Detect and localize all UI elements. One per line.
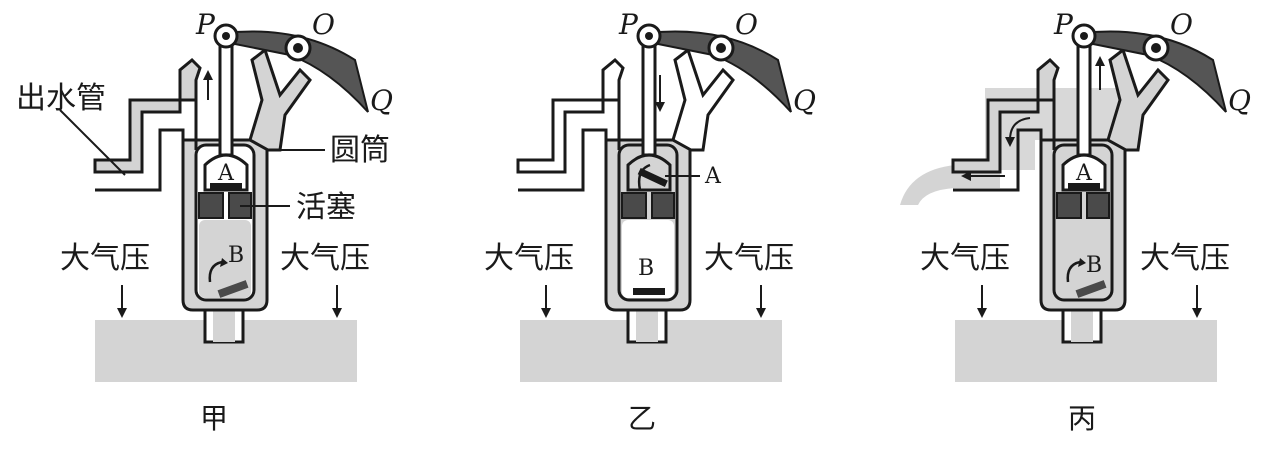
label-o: O [312, 8, 335, 41]
label-atm-right: 大气压 [280, 241, 370, 276]
label-b: B [1086, 253, 1102, 278]
piston-rod [1076, 33, 1092, 157]
handle-lever [223, 30, 369, 113]
label-o: O [735, 8, 758, 41]
label-q: Q [370, 84, 393, 117]
caption-jia: 甲 [200, 402, 228, 435]
label-cylinder: 圆筒 [330, 133, 390, 168]
piston [198, 192, 224, 219]
valve-a [203, 153, 249, 192]
caption-yi: 乙 [628, 402, 656, 435]
piston-rod [641, 33, 657, 157]
label-b: B [228, 243, 244, 268]
valve-b [217, 280, 249, 298]
label-atm-left: 大气压 [920, 241, 1010, 276]
piston [621, 192, 647, 219]
label-p: P [195, 8, 216, 41]
cylinder-funnel [248, 47, 312, 152]
outlet-pipe [951, 57, 1060, 174]
label-a: A [1075, 161, 1093, 186]
outlet-pipe [516, 57, 625, 174]
flow-arrow-curve [1009, 117, 1031, 141]
valve-a [1061, 153, 1107, 192]
piston-rod [218, 33, 234, 157]
label-atm-right: 大气压 [1140, 241, 1230, 276]
label-p: P [618, 8, 639, 41]
panel-jia: P O Q A B 出水管 圆筒 活塞 大气压 大气压 甲 [16, 8, 393, 435]
valve-b [633, 288, 665, 295]
label-a: A [704, 164, 722, 189]
label-q: Q [1228, 84, 1251, 117]
label-a: A [217, 161, 235, 186]
panel-bing: P O Q A B 大气压 大气压 丙 [900, 8, 1251, 435]
label-b: B [638, 256, 654, 281]
handle-lever [646, 30, 792, 113]
cylinder-funnel [1106, 47, 1170, 152]
outlet-pipe [93, 57, 202, 174]
label-atm-left: 大气压 [60, 241, 150, 276]
handle-lever [1081, 30, 1227, 113]
label-p: P [1053, 8, 1074, 41]
label-piston: 活塞 [296, 190, 356, 225]
label-outlet-pipe: 出水管 [16, 81, 106, 116]
piston [1056, 192, 1082, 219]
caption-bing: 丙 [1068, 402, 1096, 435]
label-atm-right: 大气压 [704, 241, 794, 276]
panel-yi: P O Q A B 大气压 大气压 乙 [484, 8, 816, 435]
label-q: Q [793, 84, 816, 117]
valve-b [1075, 280, 1107, 298]
cylinder-funnel [671, 47, 735, 152]
label-atm-left: 大气压 [484, 241, 574, 276]
label-o: O [1170, 8, 1193, 41]
